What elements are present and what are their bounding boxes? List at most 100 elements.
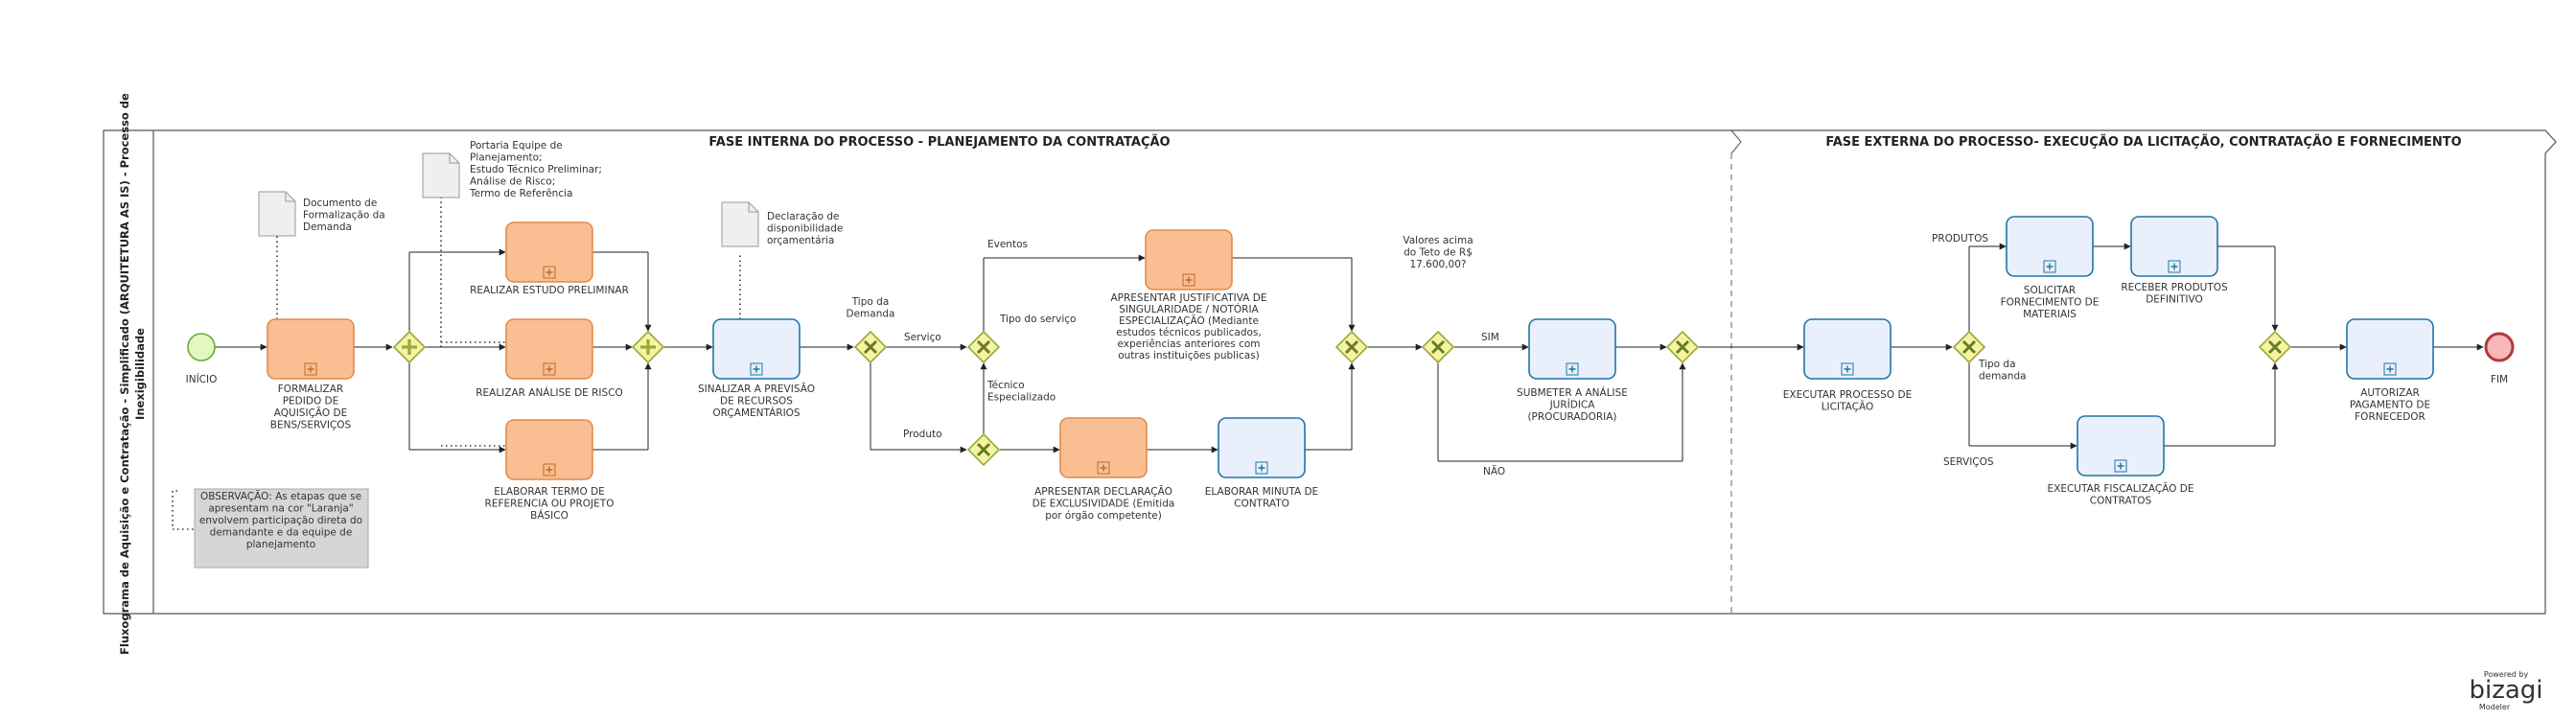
label-line: orçamentária (767, 235, 834, 246)
label-line: DE RECURSOS (720, 396, 793, 407)
label-line: envolvem participação direta do (199, 515, 362, 526)
exclusive-x-icon (863, 339, 878, 355)
label-line: Formalização da (303, 210, 385, 221)
task-solicitar-materiais[interactable] (2006, 216, 2094, 277)
task-executar-fiscalizacao[interactable] (2077, 415, 2165, 477)
subprocess-plus-icon (1097, 461, 1110, 475)
task-box (267, 318, 355, 380)
task-termo-referencia[interactable] (505, 419, 593, 480)
task-box (505, 419, 593, 480)
gateway-tipo-demanda[interactable] (853, 330, 888, 364)
gateway-tipo-servico[interactable] (966, 330, 1001, 364)
task-apresentar-declaracao[interactable] (1059, 417, 1148, 478)
label-line: Especializado (987, 392, 1056, 404)
end-event[interactable] (2484, 332, 2515, 362)
label-line: REALIZAR ANÁLISE DE RISCO (476, 386, 623, 399)
subprocess-plus-icon (2114, 459, 2127, 473)
label-line: planejamento (246, 539, 315, 550)
task-autorizar-pagamento[interactable] (2346, 318, 2434, 380)
task-box (1803, 318, 1891, 380)
label-line: Termo de Referência (469, 188, 572, 199)
parallel-plus-icon (640, 339, 656, 355)
task-formalizar[interactable] (267, 318, 355, 380)
task-sinalizar-recursos[interactable] (712, 318, 801, 380)
label-line: demandante e da equipe de (210, 527, 353, 539)
exclusive-x-icon (1430, 339, 1446, 355)
label-line: NÃO (1483, 465, 1505, 477)
exclusive-x-icon (1675, 339, 1690, 355)
gateway-merge-1[interactable] (1334, 330, 1369, 364)
exclusive-x-icon (1344, 339, 1359, 355)
task-elaborar-minuta[interactable] (1218, 417, 1306, 478)
gateway-merge-2[interactable] (1665, 330, 1700, 364)
label-line: SINALIZAR A PREVISÃO (698, 383, 815, 395)
document-declaracao (721, 201, 759, 247)
label-line: Demanda (303, 221, 352, 233)
label-line: Técnico (986, 380, 1025, 391)
phase-external-header: FASE EXTERNA DO PROCESSO- EXECUÇÃO DA LI… (1825, 134, 2461, 150)
label-line: AQUISIÇÃO DE (274, 407, 347, 419)
label-line: disponibilidade (767, 223, 843, 235)
task-box (2077, 415, 2165, 477)
label-line: REALIZAR ESTUDO PRELIMINAR (470, 285, 629, 296)
exclusive-x-icon (2267, 339, 2283, 355)
task-submeter-analise[interactable] (1528, 318, 1616, 380)
task-estudo-preliminar[interactable] (505, 221, 593, 283)
label-line: FORNECEDOR (2355, 411, 2425, 423)
task-box (1218, 417, 1306, 478)
subprocess-plus-icon (1566, 362, 1579, 376)
subprocess-plus-icon (543, 463, 556, 477)
label-line: SERVIÇOS (1943, 456, 1994, 468)
task-executar-processo[interactable] (1803, 318, 1891, 380)
label-line: Tipo do serviço (999, 314, 1076, 325)
label-line: APRESENTAR JUSTIFICATIVA DE (1110, 292, 1266, 304)
gateway-parallel-join[interactable] (631, 330, 665, 364)
gateway-valores[interactable] (1421, 330, 1455, 364)
label-line: FIM (2491, 374, 2508, 385)
document-formalizacao (258, 191, 296, 237)
label-line: do Teto de R$ (1404, 247, 1473, 259)
label-line: ORÇAMENTÁRIOS (712, 407, 801, 419)
document-icon (721, 201, 759, 247)
label-line: Portaria Equipe de (470, 140, 563, 151)
label-line: Produto (903, 429, 942, 440)
task-apresentar-justificativa[interactable] (1145, 229, 1233, 291)
brand-name: bizagi (2469, 676, 2542, 705)
task-analise-risco[interactable] (505, 318, 593, 380)
sim-flow-label: SIM (1481, 332, 1499, 343)
observation-note (194, 488, 369, 569)
label-line: Valores acima (1403, 235, 1473, 246)
document-portaria (422, 152, 460, 198)
subprocess-plus-icon (2168, 260, 2181, 273)
label-line: RECEBER PRODUTOS (2121, 282, 2228, 293)
exclusive-x-icon (976, 339, 991, 355)
gateway-tipo-demanda-2[interactable] (1952, 330, 1986, 364)
label-line: Declaração de (767, 211, 840, 222)
gateway-merge-3[interactable] (2258, 330, 2292, 364)
task-box (505, 318, 593, 380)
label-line: 17.600,00? (1409, 259, 1466, 270)
label-line: DE EXCLUSIVIDADE (Emitida (1033, 499, 1175, 510)
label-line: OBSERVAÇÃO: As etapas que se (200, 490, 361, 502)
label-line: FORMALIZAR (278, 384, 343, 395)
gateway-produto-join[interactable] (966, 432, 1001, 467)
label-line: AUTORIZAR (2360, 387, 2420, 399)
start-event[interactable] (187, 333, 216, 361)
task-receber-produtos[interactable] (2130, 216, 2218, 277)
associations (172, 179, 741, 530)
gateway-parallel-split[interactable] (392, 330, 427, 364)
document-icon (258, 191, 296, 237)
label-line: CONTRATOS (2090, 496, 2152, 507)
label-line: apresentam na cor "Laranja" (208, 503, 353, 515)
subprocess-plus-icon (750, 362, 763, 376)
